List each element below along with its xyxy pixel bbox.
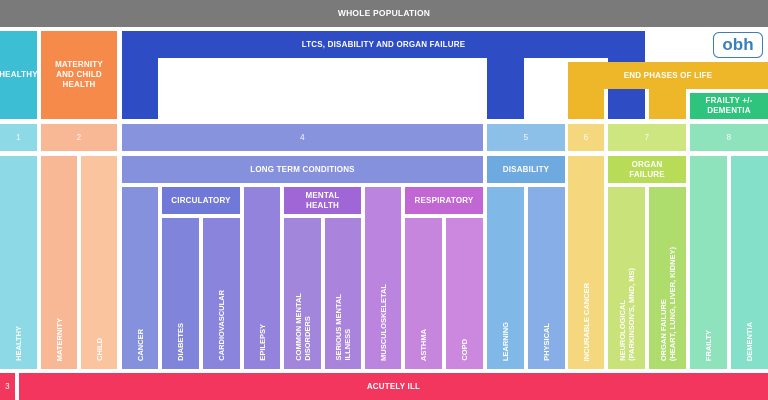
physical-column: PHYSICAL bbox=[528, 187, 565, 369]
mental-health-header: MENTAL HEALTH bbox=[284, 187, 361, 214]
organ-failure-column: ORGAN FAILURE (HEART, LUNG, LIVER, KIDNE… bbox=[649, 187, 686, 369]
number-4: 4 bbox=[122, 124, 483, 151]
diabetes-column-label: DIABETES bbox=[176, 323, 185, 361]
number-6-label: 6 bbox=[583, 132, 589, 142]
learning-column-label: LEARNING bbox=[501, 321, 510, 361]
number-5: 5 bbox=[487, 124, 565, 151]
copd-column: COPD bbox=[446, 218, 483, 369]
organ-failure-label: ORGAN FAILURE bbox=[629, 159, 665, 179]
epilepsy-column-label: EPILEPSY bbox=[257, 324, 267, 361]
number-5-label: 5 bbox=[523, 132, 529, 142]
frailty-dementia-segment: FRAILTY +/- DEMENTIA bbox=[690, 93, 768, 119]
asthma-column: ASTHMA bbox=[405, 218, 442, 369]
number-1-label: 1 bbox=[16, 132, 21, 142]
respiratory-header: RESPIRATORY bbox=[405, 187, 483, 214]
incurable-cancer-column-label: INCURABLE CANCER bbox=[581, 282, 591, 361]
circulatory-label: CIRCULATORY bbox=[171, 195, 231, 205]
ltcs-bar bbox=[122, 31, 645, 58]
number-8-label: 8 bbox=[726, 132, 732, 142]
end-phases-mid-leg bbox=[649, 89, 686, 119]
end-phases-label: END PHASES OF LIFE bbox=[623, 70, 713, 80]
obh-logo-text: obh bbox=[722, 35, 754, 54]
obh-logo: obh bbox=[713, 32, 763, 58]
healthy-segment-label: HEALTHY bbox=[0, 70, 38, 79]
acutely-ill-label: ACUTELY ILL bbox=[366, 381, 421, 391]
whole-population-bar: WHOLE POPULATION bbox=[0, 0, 768, 27]
epilepsy-column: EPILEPSY bbox=[244, 187, 280, 369]
dementia-column: DEMENTIA bbox=[731, 156, 768, 369]
organ-failure-header: ORGAN FAILURE bbox=[608, 156, 686, 183]
healthy-column-label: HEALTHY bbox=[14, 326, 23, 361]
incurable-cancer-column: INCURABLE CANCER bbox=[568, 156, 604, 369]
cardiovascular-column-label: CARDIOVASCULAR bbox=[217, 290, 226, 361]
respiratory-label: RESPIRATORY bbox=[414, 195, 474, 205]
serious-mental-illness-column-label: SERIOUS MENTAL ILLNESS bbox=[334, 294, 352, 361]
ltcs-middle-leg bbox=[487, 58, 524, 119]
common-mental-disorders-column-label: COMMON MENTAL DISORDERS bbox=[293, 293, 312, 361]
cardiovascular-column: CARDIOVASCULAR bbox=[203, 218, 240, 369]
musculoskeletal-column: MUSCULOSKELETAL bbox=[365, 187, 401, 369]
organ-failure-column-label: ORGAN FAILURE (HEART, LUNG, LIVER, KIDNE… bbox=[658, 246, 677, 361]
end-phases-left-leg bbox=[568, 89, 604, 119]
musculoskeletal-column-label: MUSCULOSKELETAL bbox=[378, 284, 388, 361]
long-term-conditions-header: LONG TERM CONDITIONS bbox=[122, 156, 483, 183]
maternity-child-segment-label: MATERNITY AND CHILD HEALTH bbox=[55, 60, 103, 89]
number-1: 1 bbox=[0, 124, 37, 151]
maternity-child-segment: MATERNITY AND CHILD HEALTH bbox=[41, 31, 117, 119]
number-6: 6 bbox=[568, 124, 604, 151]
disability-label: DISABILITY bbox=[502, 164, 550, 174]
whole-population-label: WHOLE POPULATION bbox=[337, 8, 431, 19]
end-phases-bar: END PHASES OF LIFE bbox=[568, 62, 768, 89]
ltcs-label-box: LTCS, DISABILITY AND ORGAN FAILURE bbox=[122, 31, 645, 58]
learning-column: LEARNING bbox=[487, 187, 524, 369]
long-term-conditions-label: LONG TERM CONDITIONS bbox=[250, 164, 355, 174]
ltcs-label: LTCS, DISABILITY AND ORGAN FAILURE bbox=[301, 39, 466, 49]
neurological-column: NEUROLOGICAL (PARKINSON'S, MND, MS) bbox=[608, 187, 645, 369]
number-2-label: 2 bbox=[76, 132, 82, 142]
maternity-column-label: MATERNITY bbox=[54, 317, 64, 361]
number-4-label: 4 bbox=[300, 132, 305, 142]
diabetes-column: DIABETES bbox=[162, 218, 199, 369]
number-3-label: 3 bbox=[5, 381, 10, 391]
acutely-ill-bar: ACUTELY ILL bbox=[19, 373, 768, 400]
physical-column-label: PHYSICAL bbox=[542, 323, 551, 361]
dementia-column-label: DEMENTIA bbox=[745, 321, 754, 361]
circulatory-header: CIRCULATORY bbox=[162, 187, 240, 214]
mental-health-label: MENTAL HEALTH bbox=[305, 190, 340, 210]
healthy-column: HEALTHY bbox=[0, 156, 37, 369]
asthma-column-label: ASTHMA bbox=[419, 328, 428, 361]
child-column: CHILD bbox=[81, 156, 117, 369]
number-2: 2 bbox=[41, 124, 117, 151]
ltcs-left-leg bbox=[122, 58, 158, 119]
number-7-label: 7 bbox=[644, 132, 650, 142]
serious-mental-illness-column: SERIOUS MENTAL ILLNESS bbox=[325, 218, 361, 369]
cancer-column-label: CANCER bbox=[135, 328, 145, 361]
disability-header: DISABILITY bbox=[487, 156, 565, 183]
copd-column-label: COPD bbox=[460, 339, 469, 361]
neurological-column-label: NEUROLOGICAL (PARKINSON'S, MND, MS) bbox=[617, 268, 636, 361]
healthy-segment: HEALTHY bbox=[0, 31, 38, 119]
maternity-column: MATERNITY bbox=[41, 156, 77, 369]
frailty-column: FRAILTY bbox=[690, 156, 727, 369]
common-mental-disorders-column: COMMON MENTAL DISORDERS bbox=[284, 218, 321, 369]
number-3: 3 bbox=[0, 373, 15, 400]
number-7: 7 bbox=[608, 124, 686, 151]
child-column-label: CHILD bbox=[94, 338, 104, 361]
frailty-column-label: FRAILTY bbox=[704, 329, 713, 361]
frailty-dementia-label: FRAILTY +/- DEMENTIA bbox=[705, 96, 753, 115]
cancer-column: CANCER bbox=[122, 187, 158, 369]
number-8: 8 bbox=[690, 124, 768, 151]
